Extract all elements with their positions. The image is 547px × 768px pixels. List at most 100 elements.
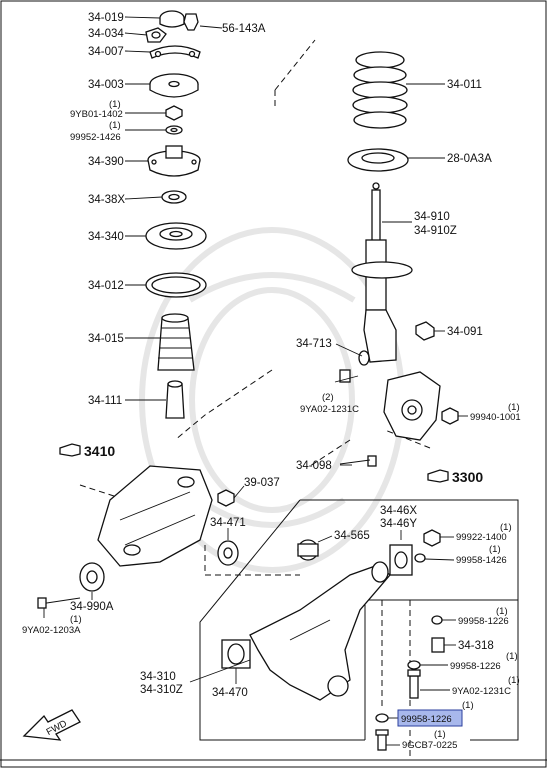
ref-3410[interactable]: 3410 (84, 443, 115, 459)
hand-pointer-icon-3300 (427, 469, 449, 483)
part-34-007-plate (149, 45, 201, 59)
part-34-003-mount (149, 73, 199, 98)
part-99952-1426-washer (165, 125, 183, 135)
part-knuckle (383, 371, 441, 441)
part-99958-1426-washer (414, 553, 426, 563)
part-34-015-boot (157, 313, 195, 371)
qty-9YB01-1402: (1) (109, 99, 121, 110)
part-34-990A-bushing (79, 562, 105, 592)
label-34-910Z[interactable]: 34-910Z (414, 225, 457, 237)
label-99922-1400[interactable]: 99922-1400 (456, 532, 507, 543)
part-99940-1001-nut (441, 407, 459, 425)
part-34-470-bushing (221, 639, 251, 669)
part-9GCB7-0225-bolt (375, 729, 389, 751)
label-34-015[interactable]: 34-015 (88, 333, 124, 345)
part-34-019-cap (159, 10, 185, 28)
label-34-011[interactable]: 34-011 (447, 79, 482, 91)
label-34-471[interactable]: 34-471 (210, 517, 246, 529)
label-34-098[interactable]: 34-098 (296, 460, 332, 472)
label-34-990A[interactable]: 34-990A (70, 601, 114, 613)
qty-99958-1226-b: (1) (506, 651, 518, 662)
part-9YB01-1402-nut (165, 105, 183, 121)
part-34-111-bumper (165, 380, 185, 419)
qty-99952-1426: (1) (109, 120, 121, 131)
part-34-011-spring (352, 51, 408, 129)
part-56-143A-clip (183, 13, 199, 31)
label-34-46Y[interactable]: 34-46Y (380, 518, 417, 530)
qty-99958-1426: (1) (489, 544, 501, 555)
qty-99958-1226-a: (1) (496, 606, 508, 617)
label-56-143A[interactable]: 56-143A (222, 23, 266, 35)
part-99958-1226-washer-c (375, 713, 389, 723)
label-34-034[interactable]: 34-034 (88, 28, 124, 40)
qty-9YA02-1231C-upper: (2) (322, 392, 334, 403)
part-9YA02-1203A-bolt (37, 597, 81, 609)
part-34-713-washer (358, 350, 370, 366)
qty-9YA02-1231C-lower: (1) (508, 675, 520, 686)
part-39-037-nut (217, 489, 235, 507)
label-34-46X[interactable]: 34-46X (380, 505, 417, 517)
label-99958-1226-highlighted[interactable]: 99958-1226 (401, 714, 452, 725)
part-34-034-nut (145, 27, 167, 43)
part-99922-1400-nut (423, 529, 441, 547)
label-34-310Z[interactable]: 34-310Z (140, 684, 183, 696)
part-34-012-insulator (145, 272, 207, 298)
part-34-390-support (147, 145, 201, 177)
frame-lines (199, 499, 519, 741)
label-34-565[interactable]: 34-565 (334, 530, 370, 542)
label-34-318[interactable]: 34-318 (458, 640, 494, 652)
label-34-091[interactable]: 34-091 (447, 326, 483, 338)
part-99958-1226-washer-b (407, 660, 421, 670)
part-34-471-bushing (217, 540, 239, 566)
leader-lines (43, 16, 468, 746)
label-9YA02-1203A[interactable]: 9YA02-1203A (22, 625, 81, 636)
part-34-098-bolt (339, 455, 377, 467)
qty-9YA02-1203A: (1) (70, 614, 82, 625)
part-34-565-bushing (297, 539, 319, 561)
qty-99940-1001: (1) (508, 402, 520, 413)
label-9YA02-1231C-lower[interactable]: 9YA02-1231C (452, 686, 511, 697)
part-9YA02-1231C-bolt-lower (407, 669, 421, 699)
label-39-037[interactable]: 39-037 (244, 477, 280, 489)
label-34-38X[interactable]: 34-38X (88, 194, 125, 206)
ref-3300[interactable]: 3300 (452, 469, 483, 485)
label-99958-1426[interactable]: 99958-1426 (456, 555, 507, 566)
label-99958-1226-a[interactable]: 99958-1226 (458, 616, 509, 627)
part-99958-1226-washer-a (431, 615, 443, 625)
label-99952-1426[interactable]: 99952-1426 (70, 132, 121, 143)
label-34-310[interactable]: 34-310 (140, 671, 176, 683)
label-34-910[interactable]: 34-910 (414, 211, 450, 223)
qty-9GCB7-0225: (1) (434, 729, 446, 740)
label-34-390[interactable]: 34-390 (88, 156, 124, 168)
label-28-0A3A[interactable]: 28-0A3A (447, 153, 492, 165)
label-9GCB7-0225[interactable]: 9GCB7-0225 (402, 740, 457, 751)
hand-pointer-icon-3410 (59, 443, 81, 457)
label-34-012[interactable]: 34-012 (88, 280, 124, 292)
highlight-box (397, 709, 463, 727)
part-34-38X-bearing (161, 190, 187, 204)
label-34-019[interactable]: 34-019 (88, 12, 124, 24)
label-99940-1001[interactable]: 99940-1001 (470, 412, 521, 423)
part-34-340-seat (145, 222, 207, 250)
part-34-46X-bushing (389, 544, 413, 576)
label-34-340[interactable]: 34-340 (88, 231, 124, 243)
part-34-310-lower-arm (249, 561, 391, 701)
label-34-470[interactable]: 34-470 (212, 687, 248, 699)
label-34-713[interactable]: 34-713 (296, 338, 332, 350)
part-34-910-strut (351, 182, 413, 363)
part-34-091-nut (415, 321, 435, 341)
part-9YA02-1231C-bolt-upper (334, 369, 359, 383)
label-34-007[interactable]: 34-007 (88, 46, 124, 58)
label-99958-1226-b[interactable]: 99958-1226 (450, 661, 501, 672)
label-9YA02-1231C-upper[interactable]: 9YA02-1231C (300, 404, 359, 415)
label-34-111[interactable]: 34-111 (88, 395, 122, 407)
label-9YB01-1402[interactable]: 9YB01-1402 (70, 109, 123, 120)
qty-99958-1226-highlighted: (1) (462, 700, 474, 711)
part-crossmember (97, 465, 213, 567)
label-34-003[interactable]: 34-003 (88, 79, 124, 91)
fwd-arrow-icon (22, 709, 81, 741)
part-28-0A3A-seat (347, 148, 409, 172)
part-34-318-bushing (431, 637, 445, 653)
